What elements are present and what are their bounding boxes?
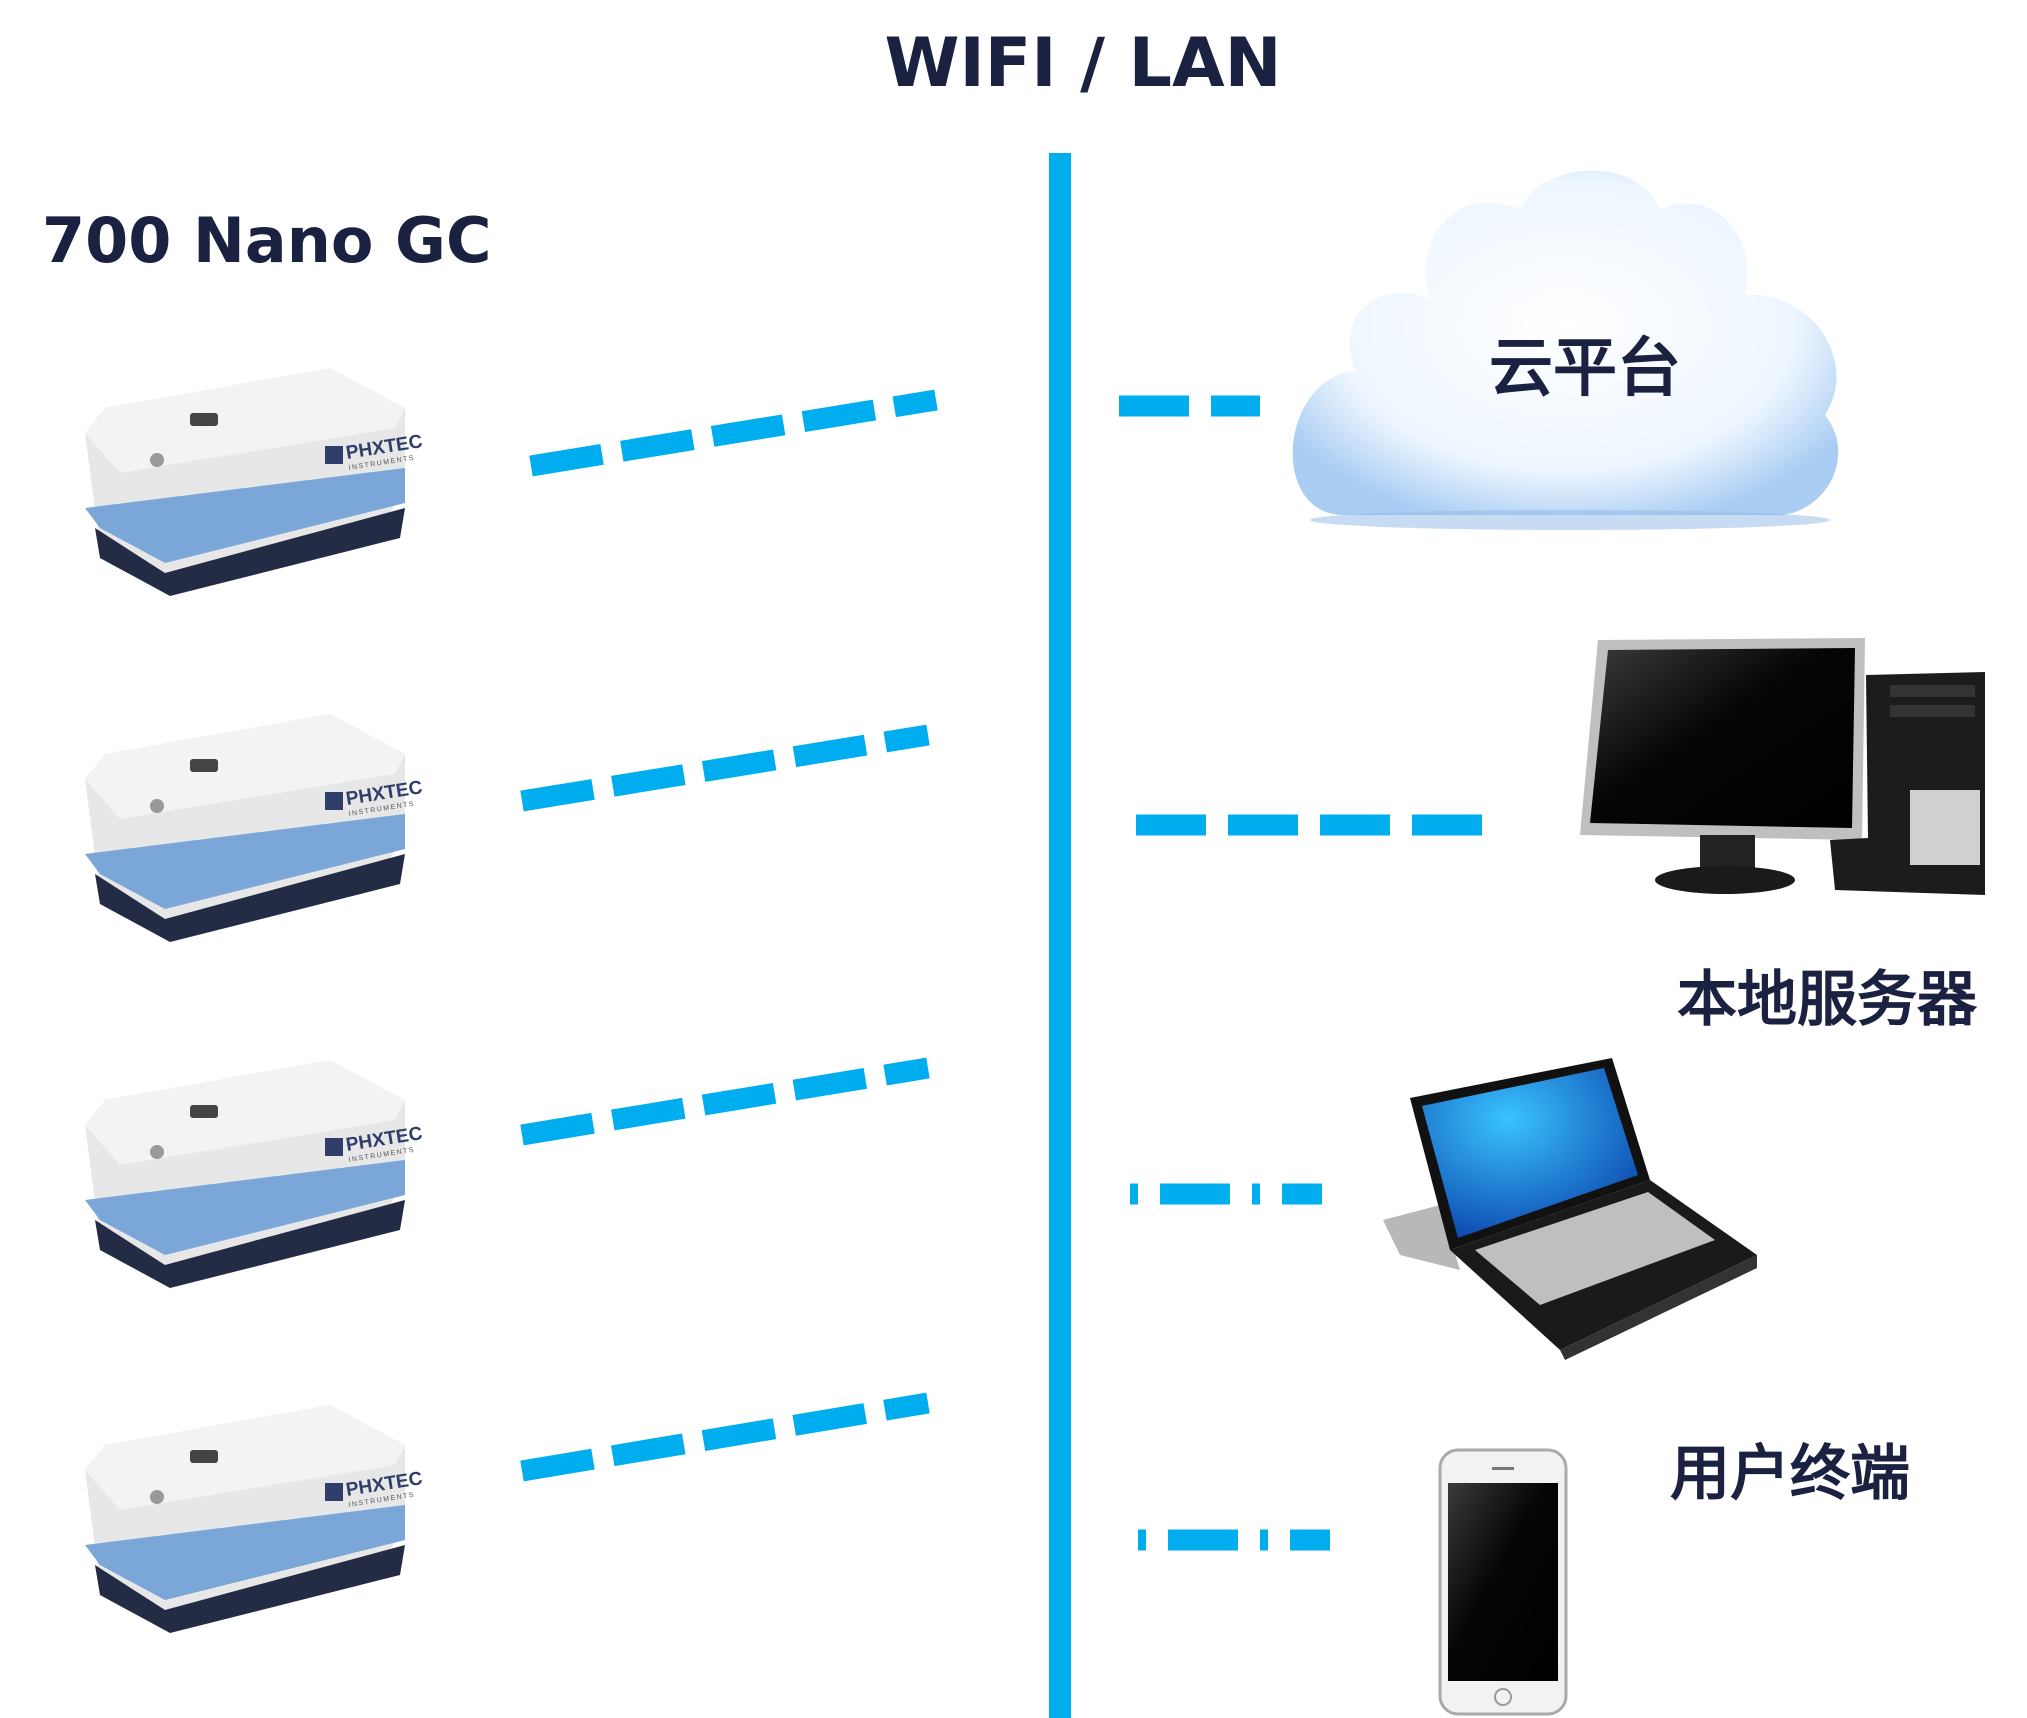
device-link-3 [520,1057,930,1146]
gc-device-1: PHXTEC INSTRUMENTS [85,368,424,596]
desktop-computer-icon [1580,638,1985,895]
gc-device-2: PHXTEC INSTRUMENTS [85,714,424,942]
local-server-label: 本地服务器 [1677,965,1978,1035]
laptop-icon [1383,1058,1757,1360]
cloud-platform-label: 云平台 [1489,332,1681,406]
network-title: WIFI / LAN [884,24,1281,103]
gc-device-4: PHXTEC INSTRUMENTS [85,1405,424,1633]
device-label: 700 Nano GC [42,204,491,277]
device-link-2 [520,724,930,812]
cloud-icon [1292,170,1839,530]
device-link-1 [529,389,938,477]
device-link-4 [520,1392,930,1482]
gc-device-3: PHXTEC INSTRUMENTS [85,1060,424,1288]
smartphone-icon [1438,1448,1568,1716]
user-terminal-label: 用户终端 [1670,1439,1910,1509]
